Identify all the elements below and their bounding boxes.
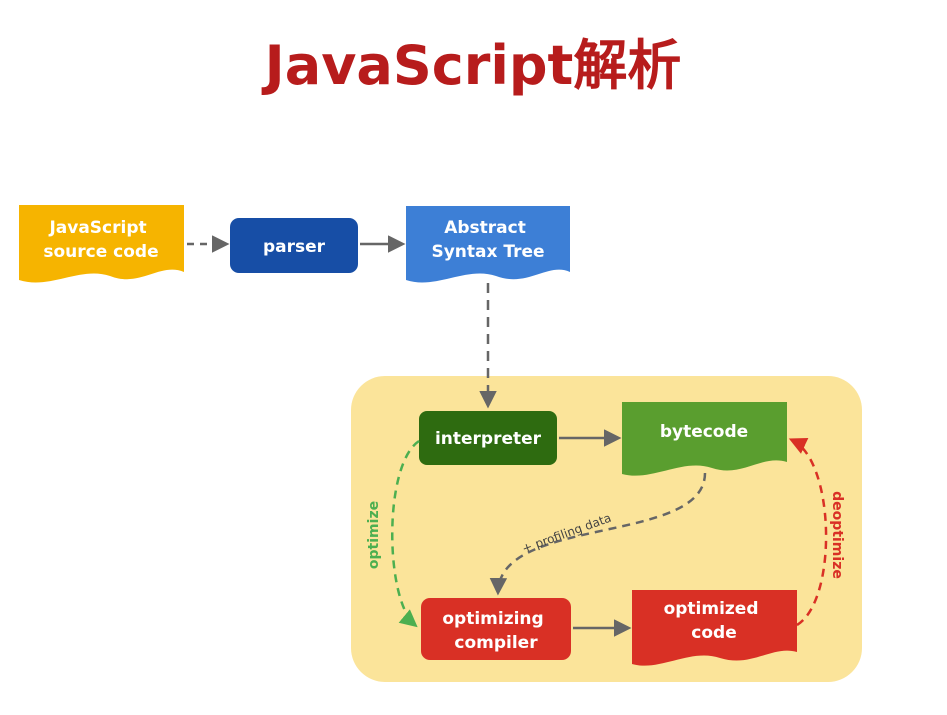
optimized-code-label: optimized code xyxy=(664,599,765,643)
profiling-data-arrow xyxy=(489,472,707,596)
interpreter-label: interpreter xyxy=(435,429,542,449)
optimized-code-node: optimized code xyxy=(632,590,797,666)
interpreter-shape xyxy=(419,411,557,465)
ast-label: Abstract Syntax Tree xyxy=(431,218,544,262)
interpreter-node: interpreter xyxy=(419,411,557,465)
parser-shape xyxy=(230,218,358,273)
compiler-node: optimizing compiler xyxy=(421,598,571,660)
bytecode-shape xyxy=(622,402,787,476)
parser-label: parser xyxy=(263,237,326,257)
slide-title: JavaScript解析 xyxy=(261,34,682,97)
parser-node: parser xyxy=(230,218,358,273)
source-code-node: JavaScript source code xyxy=(19,205,184,283)
bytecode-label: bytecode xyxy=(660,422,748,442)
deoptimize-arrow xyxy=(788,438,828,627)
optimized-code-shape xyxy=(632,590,797,666)
optimize-label: optimize xyxy=(366,501,382,569)
source-code-shape xyxy=(19,205,184,283)
bytecode-node: bytecode xyxy=(622,402,787,476)
ast-shape xyxy=(406,206,570,283)
source-code-label: JavaScript source code xyxy=(43,218,158,262)
optimize-arrow xyxy=(391,439,420,628)
compiler-label: optimizing compiler xyxy=(442,609,549,653)
compiler-shape xyxy=(421,598,571,660)
deoptimize-label: deoptimize xyxy=(829,491,845,579)
ast-node: Abstract Syntax Tree xyxy=(406,206,570,283)
